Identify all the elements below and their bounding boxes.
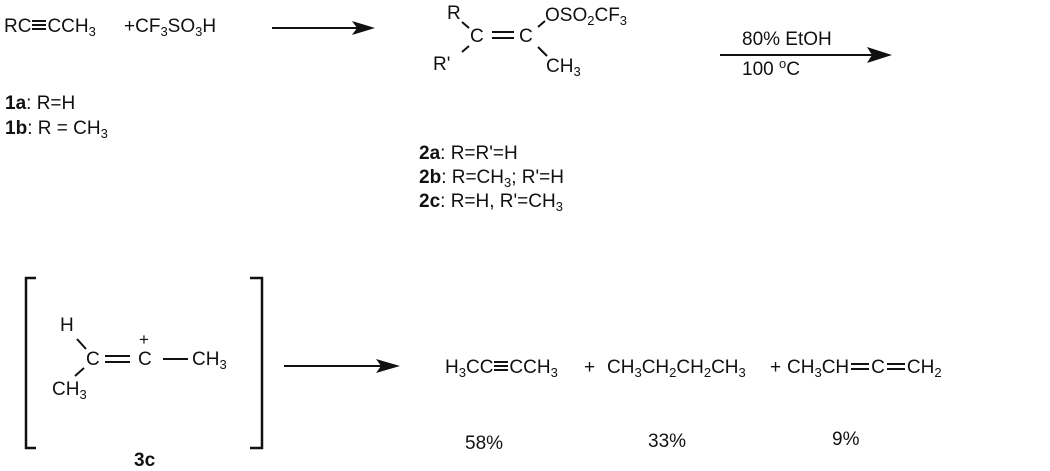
reagent-part: H — [202, 16, 217, 37]
otf-sub: 2 — [587, 13, 595, 28]
otf-tail: CF — [594, 5, 620, 26]
label-3c: 3c — [134, 450, 156, 471]
formula-part: H — [445, 357, 459, 378]
compound-sub: 3 — [555, 199, 563, 214]
compound-desc: : R=CH — [441, 167, 505, 188]
otf-part: OSO — [545, 5, 588, 26]
formula-part: CH — [641, 357, 670, 378]
formula-sub: 2 — [934, 365, 942, 380]
formula-part: CCH — [509, 357, 551, 378]
positive-charge: + — [139, 330, 149, 349]
compound-id: 1b — [5, 118, 28, 139]
temp-unit: C — [786, 59, 800, 80]
methyl-sub: 3 — [573, 64, 581, 79]
formula-part: CH — [711, 357, 739, 378]
yield-2-butyne: 58% — [465, 433, 504, 454]
double-bond — [886, 363, 905, 370]
atom-C1: C — [86, 349, 100, 370]
methyl: CH — [52, 379, 80, 400]
formula-sub: 2 — [669, 365, 677, 380]
compound-desc: : R=H, R'=CH — [440, 191, 556, 212]
label-1a: 1a: R=H — [5, 94, 75, 113]
formula-sub: 3 — [458, 365, 466, 380]
atom-R-prime: R' — [433, 54, 451, 75]
compound-id: 1a — [5, 93, 27, 114]
methyl-right: CH3 — [192, 349, 227, 372]
label-2b: 2b: R=CH3; R'=H — [419, 167, 564, 190]
compound-desc-tail: ; R'=H — [511, 167, 564, 188]
label-1b: 1b: R = CH3 — [5, 118, 108, 141]
yield-butadiene: 9% — [832, 429, 860, 450]
yield-butane: 33% — [648, 431, 687, 452]
reaction-arrow-3 — [284, 359, 400, 373]
compound-sub: 3 — [504, 175, 512, 190]
atom-C1: C — [470, 26, 484, 47]
methyl: CH — [546, 56, 574, 77]
compound-sub: 3 — [100, 126, 108, 141]
triflate-group: OSO2CF3 — [545, 5, 628, 28]
methyl-left: CH3 — [52, 379, 87, 402]
reagent-sub: 3 — [195, 24, 203, 39]
formula-sub: 3 — [814, 365, 822, 380]
methyl-sub: 3 — [79, 387, 87, 402]
alkyne-sub: 3 — [88, 24, 96, 39]
formula-sub: 3 — [550, 365, 558, 380]
plus-sign: + — [584, 357, 596, 378]
formula-sub: 3 — [738, 365, 746, 380]
compound-id: 2b — [419, 167, 442, 188]
reagent-sub: 3 — [160, 24, 168, 39]
atom-C2: C — [519, 26, 533, 47]
atom-C2: C — [138, 349, 152, 370]
reaction-arrow-1 — [272, 21, 375, 35]
triple-bond — [494, 361, 509, 371]
reagent-triflic-acid: +CF3SO3H — [124, 16, 217, 39]
formula-part: CH — [821, 357, 850, 378]
temp-value: 100 — [742, 59, 779, 80]
triple-bond — [32, 20, 47, 30]
otf-tail-sub: 3 — [619, 13, 628, 28]
formula-part: CH — [906, 357, 935, 378]
product-butane: CH3CH2CH2CH3 — [607, 357, 746, 380]
methyl: CH — [192, 349, 220, 370]
formula-part: CH — [787, 357, 815, 378]
formula-sub: 2 — [703, 365, 712, 380]
alkyne-suffix: CCH — [47, 16, 89, 37]
formula-part: CH — [676, 357, 704, 378]
label-2c: 2c: R=H, R'=CH3 — [419, 191, 563, 214]
atom-H: H — [60, 315, 74, 336]
reagent-part: SO — [167, 16, 196, 37]
compound-desc: : R=R'=H — [440, 143, 518, 164]
plus-sign: + — [770, 357, 782, 378]
alkyne-prefix: RC — [4, 16, 32, 37]
reactant-alkyne: RC CCH3 — [4, 16, 96, 39]
compound-id: 2c — [419, 191, 441, 212]
reagent-part: +CF — [124, 16, 161, 37]
degree-symbol: o — [778, 56, 787, 71]
double-bond — [851, 363, 870, 370]
compound-desc: : R=H — [26, 93, 76, 114]
reaction-arrow-2 — [720, 47, 892, 63]
formula-sub: 3 — [634, 365, 642, 380]
label-2a: 2a: R=R'=H — [419, 144, 518, 163]
triflate-methyl: CH3 — [546, 56, 581, 79]
compound-desc: : R = CH — [27, 118, 101, 139]
allene-carbon: C — [871, 357, 885, 378]
condition-solvent: 80% EtOH — [742, 29, 832, 50]
atom-R: R — [447, 3, 461, 24]
condition-temperature: 100 oC — [742, 57, 800, 80]
formula-part: CH — [607, 357, 635, 378]
formula-part: CC — [465, 357, 494, 378]
methyl-sub: 3 — [219, 357, 227, 372]
compound-id: 2a — [419, 143, 441, 164]
